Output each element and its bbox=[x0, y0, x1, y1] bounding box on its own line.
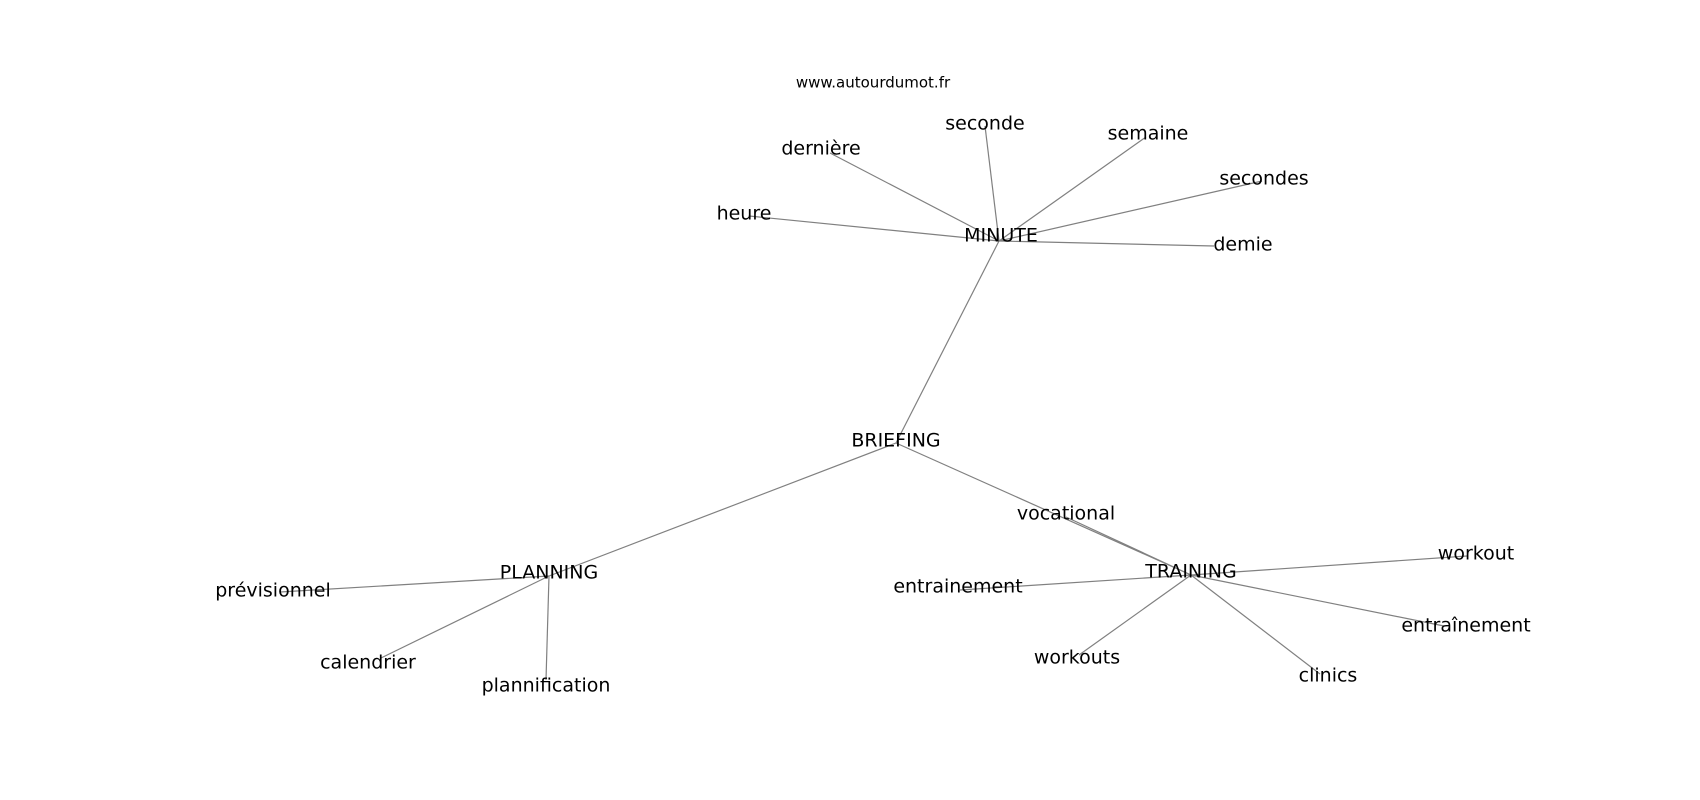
edge-planning-previsionnel bbox=[279, 575, 550, 593]
edge-training-entrainement bbox=[959, 574, 1192, 591]
node-secondes: secondes bbox=[1219, 168, 1308, 190]
graph-edges bbox=[279, 125, 1468, 681]
edge-minute-heure bbox=[748, 215, 1000, 242]
node-seconde: seconde bbox=[945, 113, 1024, 135]
edge-planning-calendrier bbox=[380, 575, 550, 659]
edge-training-clinics bbox=[1190, 574, 1321, 675]
edge-minute-derniere bbox=[829, 152, 1000, 242]
node-workouts: workouts bbox=[1034, 647, 1120, 669]
edge-briefing-training bbox=[895, 442, 1192, 576]
node-previsionnel: prévisionnel bbox=[215, 580, 331, 602]
node-semaine: semaine bbox=[1108, 123, 1189, 145]
node-demie: demie bbox=[1213, 234, 1272, 256]
edge-planning-plannification bbox=[545, 575, 550, 681]
edge-minute-secondes bbox=[998, 180, 1263, 242]
edge-briefing-planning bbox=[548, 442, 897, 577]
edge-minute-seconde bbox=[984, 125, 1000, 242]
node-heure: heure bbox=[717, 203, 772, 225]
node-entrainement2: entraînement bbox=[1401, 615, 1530, 637]
edge-training-entrainement2 bbox=[1190, 574, 1445, 627]
source-credit: www.autourdumot.fr bbox=[796, 74, 951, 92]
node-planning: PLANNING bbox=[500, 562, 598, 584]
edge-minute-demie bbox=[998, 240, 1215, 247]
edge-briefing-minute bbox=[895, 240, 1000, 444]
node-entrainement: entrainement bbox=[893, 576, 1022, 598]
node-plannification: plannification bbox=[482, 675, 611, 697]
node-briefing: BRIEFING bbox=[851, 430, 940, 452]
edge-training-workouts bbox=[1078, 574, 1192, 656]
graph-labels: BRIEFING MINUTE PLANNING TRAINING dernière se… bbox=[215, 113, 1530, 697]
node-training: TRAINING bbox=[1144, 561, 1236, 583]
node-derniere: dernière bbox=[781, 138, 860, 160]
edge-minute-semaine bbox=[998, 136, 1147, 242]
node-minute: MINUTE bbox=[964, 225, 1038, 247]
edge-training-vocational bbox=[1065, 516, 1192, 576]
node-calendrier: calendrier bbox=[320, 652, 416, 674]
edge-training-workout bbox=[1190, 555, 1468, 576]
node-clinics: clinics bbox=[1299, 665, 1358, 687]
node-workout: workout bbox=[1438, 543, 1514, 565]
node-vocational: vocational bbox=[1017, 503, 1115, 525]
